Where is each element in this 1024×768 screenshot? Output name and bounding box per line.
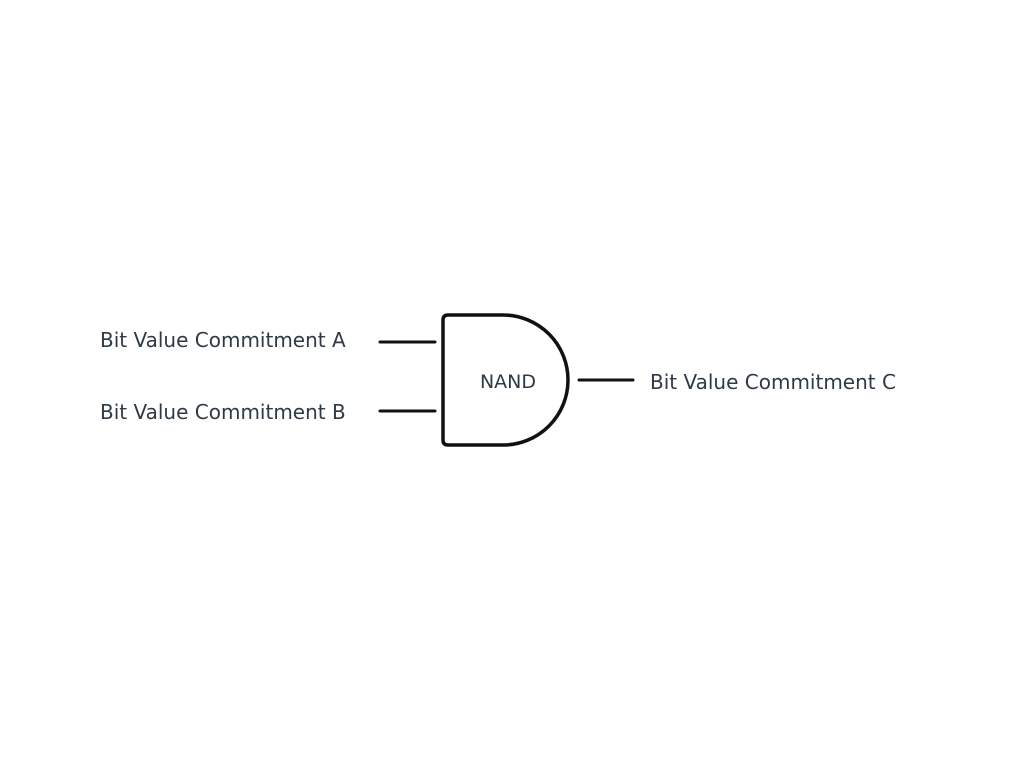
input-label-a: Bit Value Commitment A — [100, 328, 346, 352]
output-label: Bit Value Commitment C — [650, 370, 896, 394]
gate-label: NAND — [479, 371, 537, 393]
nand-gate-body — [441, 313, 570, 447]
input-label-b: Bit Value Commitment B — [100, 400, 346, 424]
